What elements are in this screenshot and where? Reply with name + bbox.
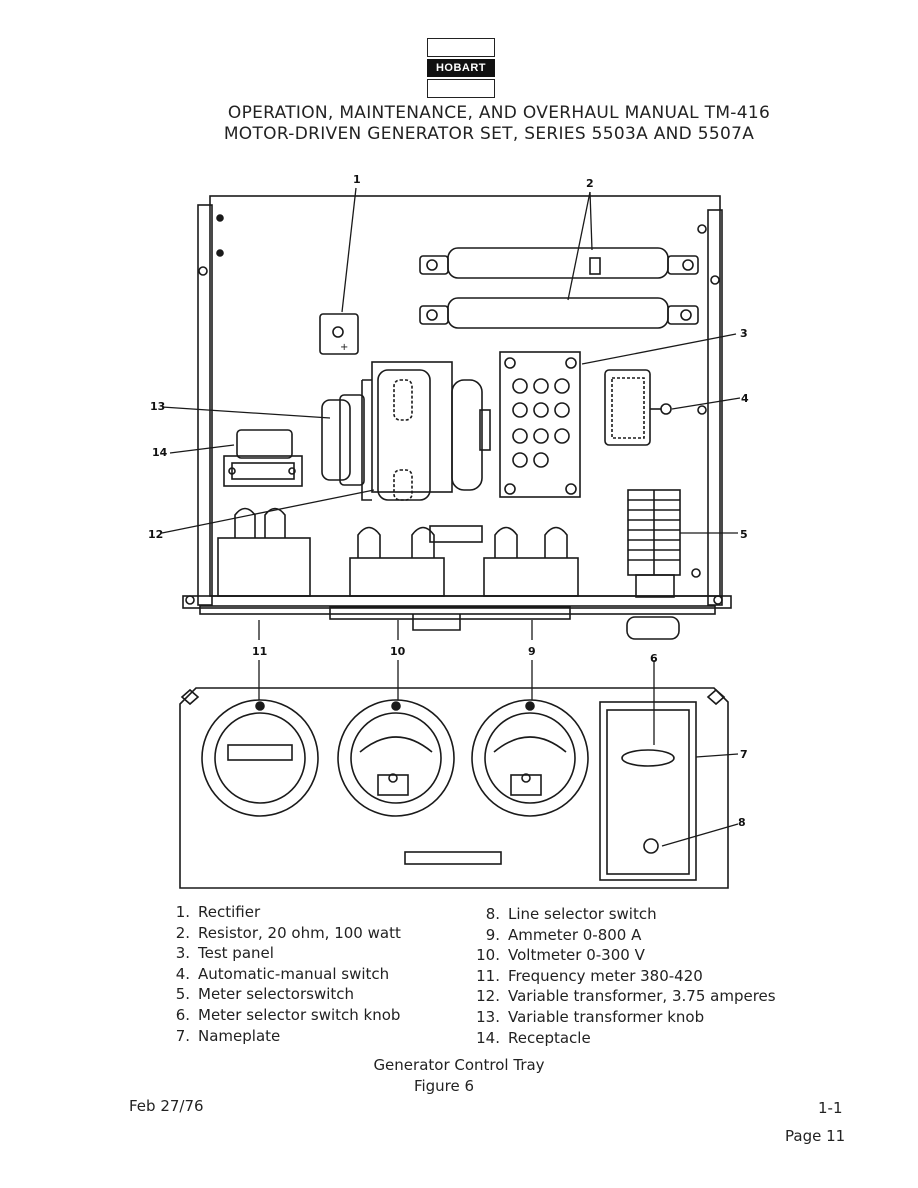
meter-selector-knob (626, 616, 680, 640)
legend-item: 5.Meter selectorswitch (175, 985, 355, 1004)
legend-item: 12.Variable transformer, 3.75 amperes (476, 987, 776, 1006)
resistor-lower (419, 297, 699, 329)
variable-transformer (361, 361, 491, 501)
figure-number: Figure 6 (413, 1077, 475, 1095)
legend-item: 6.Meter selector switch knob (175, 1005, 401, 1024)
variable-transformer-knob (321, 394, 365, 486)
revision-date: Feb 27/76 (129, 1097, 204, 1115)
callout-3: 3 (740, 327, 748, 340)
callout-1: 1 (353, 173, 361, 186)
legend-item: 10.Voltmeter 0-300 V (476, 946, 645, 965)
callout-10: 10 (390, 645, 406, 658)
legend-item: 14.Receptacle (476, 1028, 591, 1047)
legend-item: 1.Rectifier (175, 903, 261, 921)
legend-item: 4.Automatic-manual switch (175, 964, 390, 983)
callout-5: 5 (740, 528, 748, 541)
logo-bottom-bar (427, 79, 495, 98)
svg-text:+: + (340, 342, 348, 353)
legend-item: 9.Ammeter 0-800 A (485, 925, 642, 944)
resistor-upper (419, 247, 699, 279)
callout-9: 9 (528, 645, 536, 658)
callout-11: 11 (252, 645, 267, 658)
logo-brand: HOBART (427, 59, 495, 77)
logo-top-bar (427, 38, 495, 57)
figure-caption: Generator Control Tray (373, 1056, 545, 1074)
hobart-logo: HOBART (427, 38, 495, 98)
section-page-ref: 1-1 (818, 1099, 843, 1117)
callout-12: 12 (148, 528, 163, 541)
meter-housings (217, 507, 579, 597)
tray-frame (182, 195, 732, 631)
leader-lines (161, 187, 741, 847)
callout-labels: 1 2 3 4 5 6 7 8 9 10 11 12 13 14 (148, 173, 749, 829)
callout-7: 7 (740, 748, 748, 761)
callout-2: 2 (586, 177, 594, 190)
test-panel (499, 351, 581, 498)
receptacle (223, 429, 303, 487)
parts-legend-right: 8.Line selector switch 9.Ammeter 0-800 A… (470, 904, 776, 1048)
manual-subtitle: MOTOR-DRIVEN GENERATOR SET, SERIES 5503A… (223, 124, 755, 144)
page-number: Page 11 (785, 1127, 846, 1145)
parts-legend-left: 1.Rectifier 2.Resistor, 20 ohm, 100 watt… (160, 902, 401, 1046)
rectifier: + (319, 313, 359, 355)
callout-13: 13 (150, 400, 165, 413)
front-panel (179, 687, 729, 889)
callout-8: 8 (738, 816, 746, 829)
automatic-manual-switch (604, 369, 672, 446)
callout-6: 6 (650, 652, 658, 665)
legend-item: 2.Resistor, 20 ohm, 100 watt (175, 923, 401, 942)
legend-item: 3.Test panel (175, 944, 274, 963)
callout-14: 14 (152, 446, 168, 459)
legend-item: 11.Frequency meter 380-420 (476, 966, 703, 985)
legend-item: 7.Nameplate (175, 1026, 281, 1045)
legend-item: 8.Line selector switch (485, 905, 657, 923)
legend-item: 13.Variable transformer knob (476, 1007, 705, 1026)
meter-selector-switch (627, 489, 681, 598)
callout-4: 4 (741, 392, 749, 405)
manual-title: OPERATION, MAINTENANCE, AND OVERHAUL MAN… (227, 103, 771, 123)
